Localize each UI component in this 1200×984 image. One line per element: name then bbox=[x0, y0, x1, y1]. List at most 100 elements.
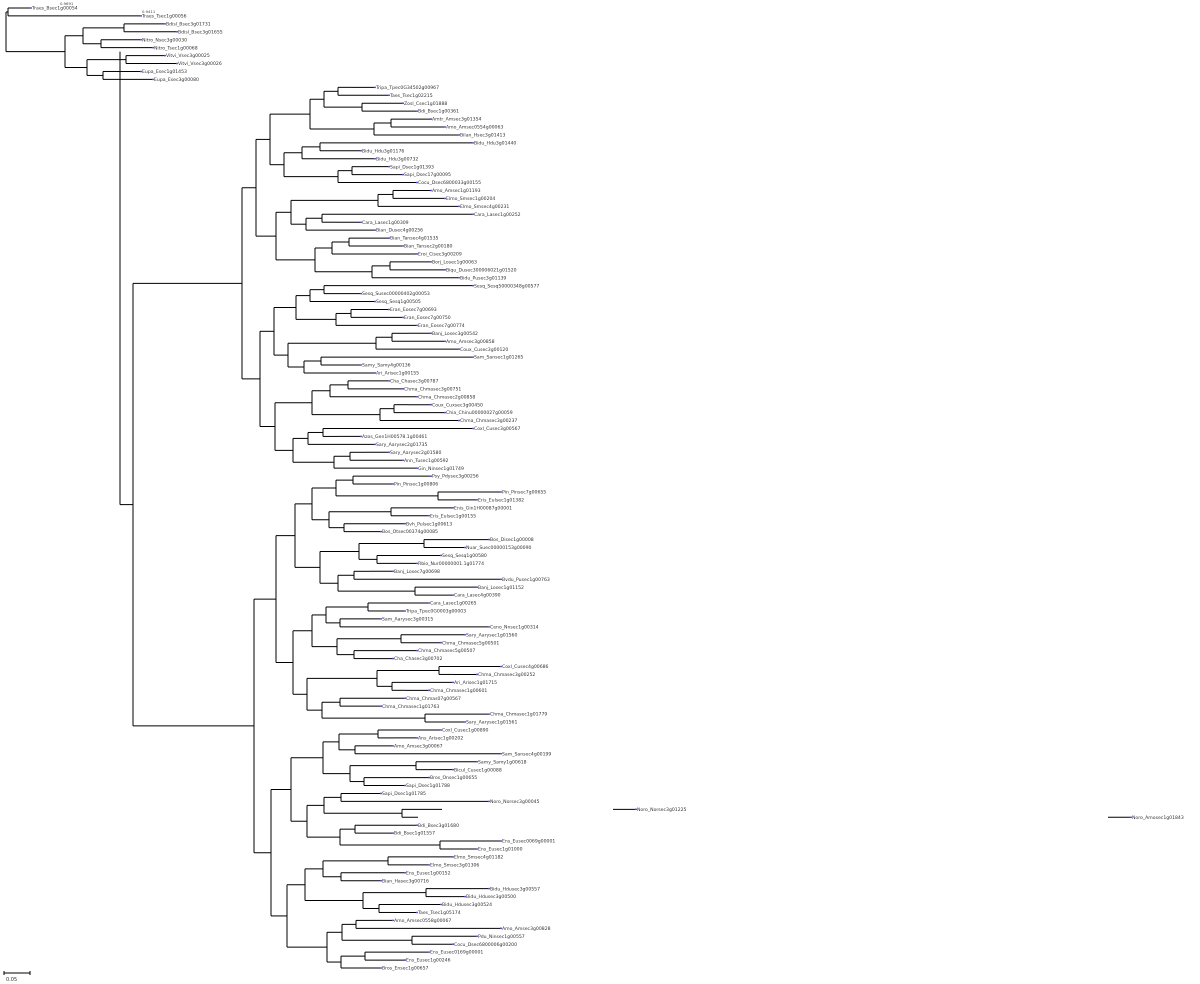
leaf-label: Borj_Losec1g00063 bbox=[432, 259, 477, 265]
leaf-marker bbox=[500, 927, 502, 930]
leaf-marker bbox=[476, 760, 478, 763]
leaf-label: Sapi_Dsec1g01788 bbox=[406, 783, 450, 789]
leaf-label: Amo_Amsec3g00828 bbox=[502, 926, 551, 932]
leaf-label: Bdi_Bsec1g00361 bbox=[418, 109, 459, 115]
leaf-label: Chma_Chmasec3g00237 bbox=[460, 418, 517, 424]
leaf-marker bbox=[392, 919, 394, 922]
leaf-label: Chma_Chmasec5g00501 bbox=[442, 640, 499, 646]
leaf-marker bbox=[164, 22, 166, 25]
leaf-marker bbox=[404, 610, 406, 612]
leaf-marker bbox=[392, 744, 394, 747]
leaf-label: Elmo_Smsec4g00231 bbox=[460, 204, 509, 210]
leaf-label: Biqu_Dusec300006021g01520 bbox=[446, 267, 517, 273]
leaf-label: Bos_Disec1g00008 bbox=[490, 537, 534, 543]
leaf-marker bbox=[452, 506, 454, 509]
leaf-marker bbox=[500, 491, 502, 493]
leaf-marker bbox=[380, 879, 382, 882]
leaf-marker bbox=[476, 848, 478, 850]
leaf-marker bbox=[476, 499, 478, 501]
leaf-label: Chma_Chmasec1g01779 bbox=[490, 712, 547, 718]
leaf-marker bbox=[404, 697, 406, 700]
leaf-label: Bidu_Pusec3g01139 bbox=[460, 275, 506, 281]
leaf-label: Ens_Eusec1g00152 bbox=[406, 870, 451, 876]
leaf-label: Tripa_Tpec0G34502g00967 bbox=[375, 85, 439, 91]
leaf-label: Eroi_Cisec3g00209 bbox=[418, 252, 462, 258]
leaf-marker bbox=[464, 546, 466, 549]
leaf-label: Sary_Aarysec2g01580 bbox=[390, 450, 441, 456]
leaf-marker bbox=[635, 808, 637, 811]
leaf-marker bbox=[140, 70, 142, 73]
leaf-marker bbox=[464, 721, 466, 723]
leaf-marker bbox=[380, 618, 382, 620]
tree-branches bbox=[5, 7, 1130, 969]
leaf-label: Nitro_Tsec1g00068 bbox=[154, 45, 198, 51]
leaf-label: Bidu_Hdusec3g00557 bbox=[490, 886, 540, 892]
leaf-marker bbox=[402, 173, 404, 176]
leaf-label: Taes_Tsec1g05174 bbox=[417, 910, 461, 916]
leaf-label: Bidu_Hdu3g01440 bbox=[474, 140, 516, 146]
support-values: 0.9691 0.9411 bbox=[60, 1, 156, 14]
leaf-marker bbox=[488, 538, 490, 541]
leaf-marker bbox=[452, 768, 454, 771]
leaf-marker bbox=[388, 237, 390, 239]
leaf-marker bbox=[476, 586, 478, 589]
leaf-label: Pin_Pinsec7g00655 bbox=[502, 490, 546, 496]
leaf-marker bbox=[380, 705, 382, 708]
leaf-marker bbox=[464, 895, 466, 898]
leaf-label: Bidu_Hdusec3g00524 bbox=[442, 902, 492, 908]
leaf-marker bbox=[388, 451, 390, 454]
leaf-marker bbox=[30, 7, 32, 9]
leaf-marker bbox=[428, 776, 430, 779]
leaf-label: Azos_Gen1H00578.1g00461 bbox=[362, 434, 427, 440]
leaf-label: Bdisl_Bsec3g01731 bbox=[166, 21, 211, 27]
leaf-marker bbox=[428, 863, 430, 866]
leaf-label: Elmo_Smsec4g01182 bbox=[454, 855, 503, 861]
leaf-label: Elmo_Smsec1g00204 bbox=[446, 196, 495, 202]
leaf-label: Bidu_Hdu3g01176 bbox=[362, 148, 404, 154]
leaf-label: Bian_Tansec4g01535 bbox=[390, 236, 438, 242]
leaf-label: Ann_Tusec1g00592 bbox=[404, 458, 449, 464]
leaf-label: Bian_Hasec3g00716 bbox=[382, 878, 429, 884]
leaf-label: Coux_Cusec3g00120 bbox=[460, 347, 508, 353]
leaf-marker bbox=[440, 729, 442, 731]
leaf-label: Ens_Eusec0169g00001 bbox=[430, 950, 483, 956]
leaf-label: Chma_Chmasec1g01763 bbox=[382, 704, 439, 710]
leaf-marker bbox=[472, 284, 474, 287]
leaf-label: Banj_Losec7g00698 bbox=[394, 569, 440, 575]
leaf-marker bbox=[416, 110, 418, 113]
leaf-label: Sesq_Sesq50000348g00577 bbox=[474, 283, 539, 289]
leaf-marker bbox=[374, 443, 376, 446]
leaf-label: Eran_Eosec7g00774 bbox=[418, 323, 465, 329]
leaf-label: Traes_Tsec1g00056 bbox=[141, 14, 187, 20]
leaf-marker bbox=[402, 459, 404, 462]
leaf-label: Eran_Eosec7g00693 bbox=[390, 307, 437, 313]
leaf-marker bbox=[402, 316, 404, 319]
leaf-marker bbox=[416, 824, 418, 827]
leaf-label: Sam_Sansec4g00199 bbox=[502, 751, 551, 757]
leaf-labels: Traes_Bsec1g00054Traes_Tsec1g00056Bdisl_… bbox=[30, 6, 1184, 972]
leaf-marker bbox=[444, 126, 446, 128]
leaf-marker bbox=[360, 221, 362, 224]
leaf-marker bbox=[444, 197, 446, 200]
leaf-marker bbox=[388, 94, 390, 97]
leaf-label: Sary_Aarysec2g01735 bbox=[376, 442, 427, 448]
leaf-label: Cara_Lasec1g00265 bbox=[430, 601, 477, 607]
leaf-marker bbox=[488, 625, 490, 628]
leaf-marker bbox=[444, 340, 446, 343]
leaf-marker bbox=[152, 46, 154, 49]
leaf-marker bbox=[416, 324, 418, 327]
leaf-marker bbox=[500, 578, 502, 581]
leaf-marker bbox=[374, 229, 376, 232]
leaf-label: Eupa_Esec1g01453 bbox=[142, 69, 187, 75]
leaf-marker bbox=[402, 102, 404, 105]
leaf-marker bbox=[140, 38, 142, 41]
leaf-label: Traes_Bsec1g00054 bbox=[31, 6, 78, 12]
leaf-label: Bdi_Bsec3g01680 bbox=[418, 823, 459, 829]
leaf-label: Coux_Cuxsec3g00450 bbox=[432, 402, 483, 408]
leaf-marker bbox=[404, 871, 406, 874]
support-value-root-b: 0.9411 bbox=[142, 9, 156, 14]
leaf-label: Sesq_Sesq1g00580 bbox=[442, 553, 487, 559]
leaf-label: Noro_Norsec3g00045 bbox=[490, 799, 540, 805]
leaf-marker bbox=[360, 292, 362, 295]
leaf-marker bbox=[472, 141, 474, 144]
